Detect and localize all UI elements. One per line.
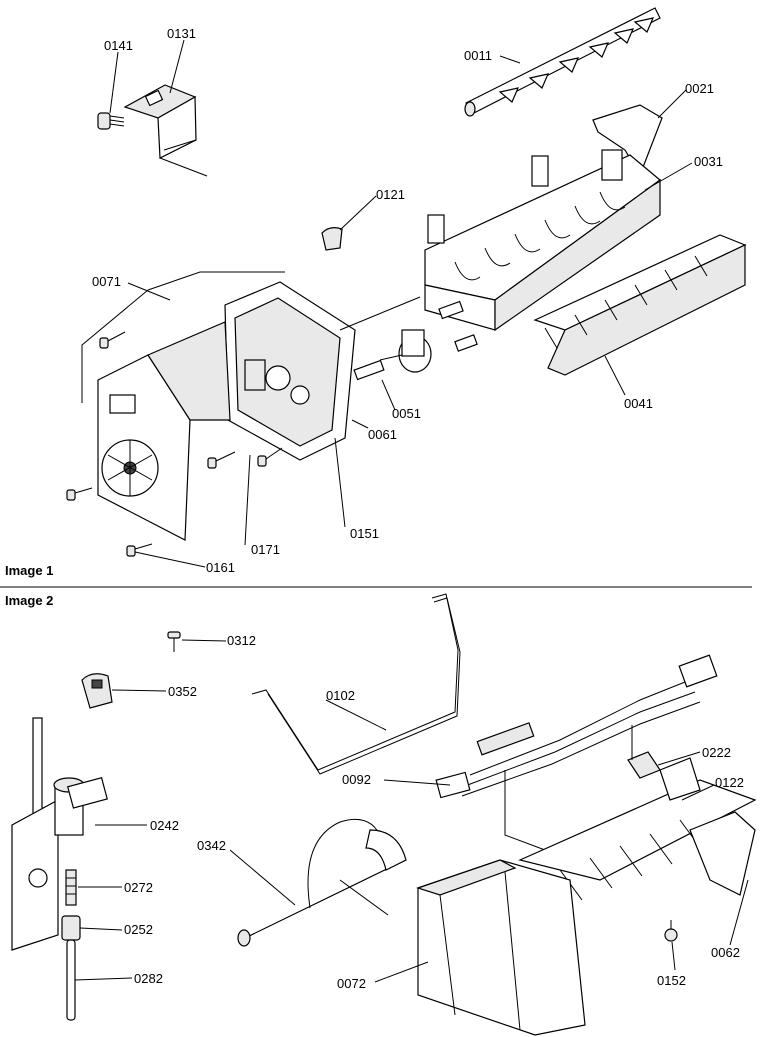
callout-0342: 0342 (197, 838, 226, 853)
callout-0041: 0041 (624, 396, 653, 411)
callout-0151: 0151 (350, 526, 379, 541)
callout-0102: 0102 (326, 688, 355, 703)
part-0092-harness (435, 654, 718, 851)
part-0121-clip (321, 227, 343, 251)
callout-0141: 0141 (104, 38, 133, 53)
part-0131-bracket (123, 84, 208, 177)
part-0222-clip (627, 725, 661, 779)
leader-lines-image1 (109, 39, 693, 568)
callout-0071: 0071 (92, 274, 121, 289)
callout-0242: 0242 (150, 818, 179, 833)
callout-0222: 0222 (702, 745, 731, 760)
part-0282-tube (66, 939, 76, 1021)
callout-0092: 0092 (342, 772, 371, 787)
leader-lines-image2 (74, 639, 749, 983)
callout-0072: 0072 (337, 976, 366, 991)
callout-0161: 0161 (206, 560, 235, 575)
part-0011-ejector (464, 7, 661, 117)
callout-0011: 0011 (464, 48, 492, 63)
callout-0352: 0352 (168, 684, 197, 699)
image1-panel: 0141 0131 0011 0021 0031 0121 0071 0051 … (5, 7, 747, 578)
part-0252-nut (61, 915, 81, 941)
part-0312-screw (167, 631, 181, 652)
callout-0152: 0152 (657, 973, 686, 988)
callout-0122: 0122 (715, 775, 744, 790)
callout-labels-image2: 0312 0352 0102 0092 0222 0122 0242 0342 … (124, 633, 744, 991)
callout-0131: 0131 (167, 26, 196, 41)
part-0062-icemaker-body (518, 757, 757, 901)
callout-0282: 0282 (134, 971, 163, 986)
callout-labels-image1: 0141 0131 0011 0021 0031 0121 0071 0051 … (5, 26, 723, 578)
callout-0031: 0031 (694, 154, 723, 169)
callout-0062: 0062 (711, 945, 740, 960)
part-0141-screw (97, 112, 125, 130)
part-0061-heater (353, 300, 478, 381)
part-0352-clip (81, 673, 113, 709)
callout-0121: 0121 (376, 187, 405, 202)
callout-0252: 0252 (124, 922, 153, 937)
image2-panel: Image 2 (5, 593, 757, 1036)
callout-0272: 0272 (124, 880, 153, 895)
part-0031-mold (424, 149, 661, 332)
part-0051-thermostat (379, 329, 432, 373)
part-0242-valve (11, 717, 108, 951)
callout-0312: 0312 (227, 633, 256, 648)
callout-0021: 0021 (685, 81, 714, 96)
part-0342-fill-tube (237, 818, 407, 947)
caption-image1: Image 1 (5, 563, 53, 578)
part-0072-cover (416, 859, 586, 1036)
part-0071-control (81, 271, 285, 541)
part-0161-screw (66, 331, 153, 557)
part-0102-wire (251, 593, 461, 775)
caption-image2: Image 2 (5, 593, 53, 608)
part-0151-housing (224, 281, 421, 461)
part-0152-screw (664, 920, 678, 942)
callout-0171: 0171 (251, 542, 280, 557)
callout-0051: 0051 (392, 406, 421, 421)
part-0171-screw (207, 447, 283, 469)
callout-0061: 0061 (368, 427, 397, 442)
part-0041-guide (533, 234, 747, 376)
